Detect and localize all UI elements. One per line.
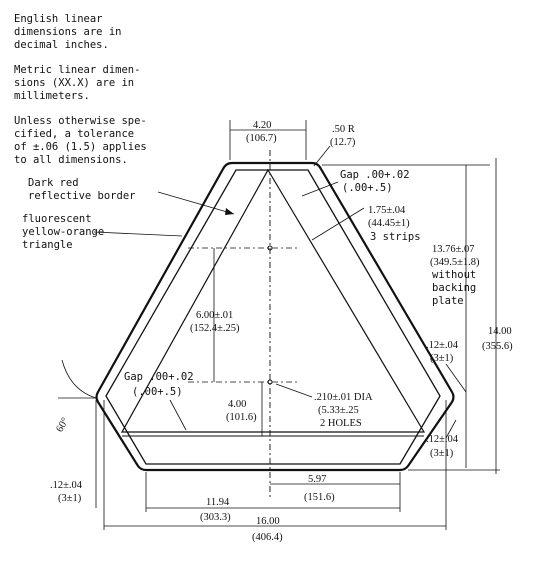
note-tol-4: to all dimensions. [14, 154, 128, 166]
gap-bottom-leader [169, 399, 187, 431]
holes-2: (5.33±.25 [318, 405, 359, 416]
total-height-2: (355.6) [482, 341, 513, 352]
left-bottom-2: (3±1) [58, 493, 82, 504]
triangle-leader [93, 231, 183, 237]
angle-label: 60° [54, 416, 71, 434]
callout-border-2: reflective border [28, 190, 135, 202]
strip-1: 1.75±.04 [368, 205, 406, 216]
center-height-2: (152.4±.25) [190, 323, 240, 334]
top-radius-label: .50 R [332, 124, 355, 135]
note-tol-2: cified, a tolerance [14, 128, 134, 140]
overall-width-1: 16.00 [256, 516, 280, 527]
upper-hole [267, 245, 273, 251]
note-tol-3: of ±.06 (1.5) applies [14, 141, 147, 153]
note-metric-3: millimeters. [14, 90, 90, 102]
right-lower-2: (3±1) [430, 448, 454, 459]
note-english-2: dimensions are in [14, 26, 121, 38]
note-tol-1: Unless otherwise spe- [14, 115, 147, 127]
right-lower-leader [445, 419, 457, 439]
base-flat-2: (303.3) [200, 512, 231, 523]
right-upper-1: .12±.04 [426, 340, 459, 351]
h-no-plate-2: (349.5±1.8) [430, 257, 480, 268]
gap-bottom-2: (.00+.5) [132, 386, 183, 398]
gap-bottom-1: Gap .00+.02 [124, 371, 194, 383]
radius-leader [313, 145, 331, 167]
right-upper-2: (3±1) [430, 353, 454, 364]
h-no-plate-3: without [432, 269, 476, 281]
callout-border-1: Dark red [28, 177, 79, 189]
callout-tri-3: triangle [22, 239, 73, 251]
holes-leader [275, 383, 313, 398]
gap-top-1: Gap .00+.02 [340, 169, 410, 181]
border-leader [157, 191, 235, 215]
holes-1: .210±.01 DIA [314, 392, 373, 403]
sign-outer-outline [95, 161, 455, 472]
h-no-plate-1: 13.76±.07 [432, 244, 475, 255]
h-no-plate-5: plate [432, 295, 464, 307]
lower-hole [267, 379, 273, 385]
border-arrow [225, 208, 234, 215]
gap-top-leader [301, 181, 339, 197]
top-radius-metric: (12.7) [330, 137, 356, 148]
half-base-1: 5.97 [308, 474, 326, 485]
gap-top-2: (.00+.5) [342, 182, 393, 194]
total-height-1: 14.00 [488, 326, 512, 337]
top-width-metric: (106.7) [246, 133, 277, 144]
lower-height-1: 4.00 [228, 399, 246, 410]
right-upper-leader [445, 363, 467, 393]
note-metric-2: sions (XX.X) are in [14, 77, 134, 89]
lower-height-2: (101.6) [226, 412, 257, 423]
half-base-2: (151.6) [304, 492, 335, 503]
strip-2: (44.45±1) [368, 218, 410, 229]
top-width-label: 4.20 [253, 120, 271, 131]
holes-3: 2 HOLES [320, 418, 362, 429]
sign-inner-border [105, 169, 441, 465]
center-height-1: 6.00±.01 [196, 310, 233, 321]
strip-3: 3 strips [370, 231, 421, 243]
left-bottom-1: .12±.04 [50, 480, 83, 491]
overall-width-2: (406.4) [252, 532, 283, 543]
note-english-3: decimal inches. [14, 39, 109, 51]
strip-leader [311, 207, 365, 241]
note-english-1: English linear [14, 13, 103, 25]
base-flat-1: 11.94 [206, 497, 230, 508]
inner-triangle [120, 168, 426, 433]
h-no-plate-4: backing [432, 282, 476, 294]
note-metric-1: Metric linear dimen- [14, 64, 140, 76]
callout-tri-2: yellow-orange [22, 226, 104, 238]
right-lower-1: .12±.04 [426, 434, 459, 445]
callout-tri-1: fluorescent [22, 213, 92, 225]
angle-arc [61, 359, 97, 399]
